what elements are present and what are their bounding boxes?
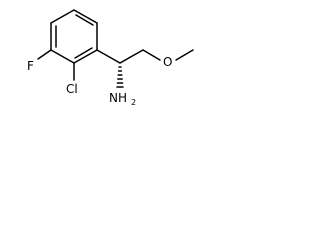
fluorine-label: F — [27, 59, 34, 73]
ring-bond-top-left — [50, 9, 75, 24]
ring-bond-top-right — [73, 9, 98, 24]
amine-label: NH — [109, 91, 127, 105]
bond-chiral-to-ch2 — [119, 49, 144, 64]
bond-ch2-to-oxygen — [142, 49, 161, 61]
molecule-structure: F Cl O NH 2 — [27, 9, 194, 107]
bond-oxygen-to-methyl — [175, 49, 194, 61]
stereo-hashed-wedge-bond — [116, 66, 124, 88]
ring-bond-lower-right — [73, 49, 98, 64]
benzene-ring — [50, 9, 98, 64]
amine-subscript: 2 — [131, 98, 136, 107]
oxygen-label: O — [163, 55, 172, 69]
ring-bond-lower-left — [50, 49, 75, 64]
chlorine-label: Cl — [66, 82, 78, 96]
ring-double-bond-top — [75, 14, 94, 26]
bond-ring-to-chiral-carbon — [96, 49, 121, 64]
bond-ring-to-fluorine — [37, 49, 52, 60]
ring-double-bond-lower — [74, 47, 93, 59]
